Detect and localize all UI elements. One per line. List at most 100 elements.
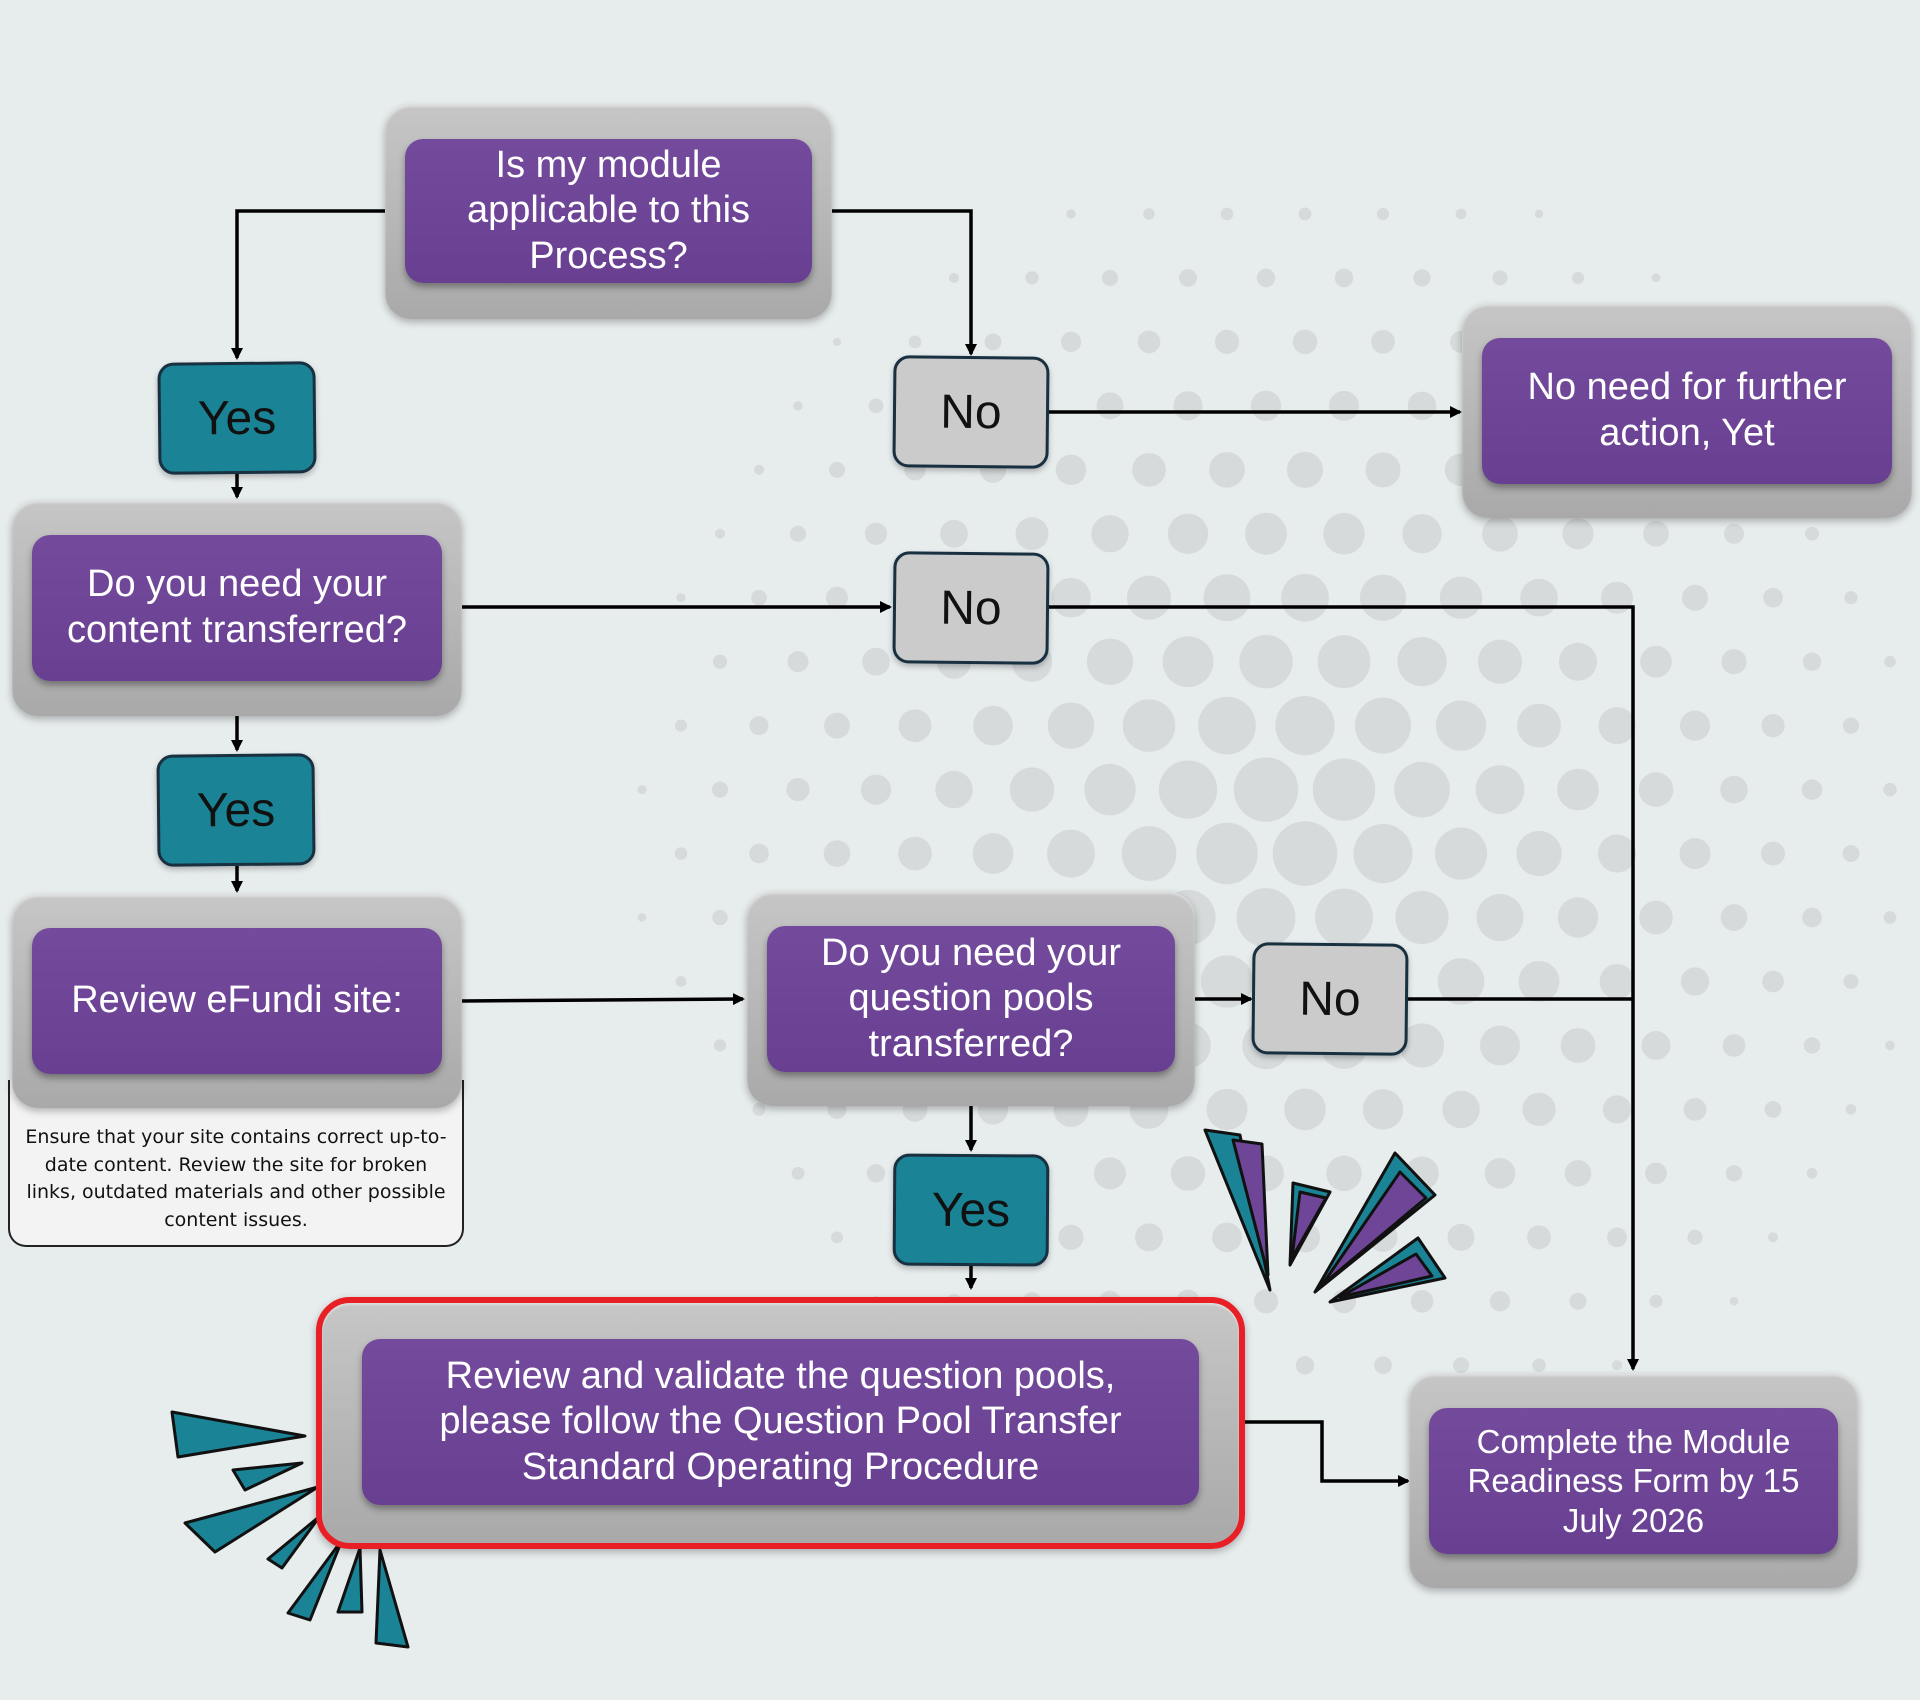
background-dot (1435, 700, 1487, 751)
background-dot (1477, 639, 1523, 684)
review-site-note-text: Ensure that your site contains correct u… (25, 1126, 447, 1231)
background-dot (824, 712, 850, 739)
no-answer-1-label: No (940, 385, 1002, 439)
background-dot (862, 647, 890, 676)
connector-module-to-yes (231, 209, 385, 360)
background-dot (1842, 845, 1860, 863)
background-dot (1599, 964, 1635, 999)
connector-validate-to-readiness-form (1241, 1420, 1410, 1487)
background-dot (1649, 1294, 1663, 1308)
review-site-node: Review eFundi site: (32, 928, 442, 1074)
pools-question-node: Do you need your question pools transfer… (767, 926, 1175, 1072)
background-dot (1687, 1229, 1703, 1245)
background-dot (1086, 638, 1134, 685)
background-dot (1724, 523, 1744, 544)
background-dot (1121, 826, 1177, 881)
background-dot (1060, 331, 1082, 352)
background-dot (1558, 642, 1598, 681)
background-dot (1394, 761, 1450, 818)
background-dot (1557, 768, 1599, 811)
background-dot (1009, 767, 1055, 812)
background-dot (1518, 960, 1560, 1002)
background-dot (1371, 330, 1395, 354)
background-dot (1480, 1025, 1520, 1066)
background-dot (868, 398, 884, 414)
background-dot (1376, 207, 1390, 221)
background-dot (1803, 1037, 1821, 1054)
background-dot (1058, 1224, 1084, 1250)
background-dot (1233, 757, 1299, 822)
background-dot (898, 709, 932, 743)
background-dot (1452, 1357, 1470, 1374)
background-dot (1844, 591, 1858, 605)
pools-question-text: Do you need your question pools transfer… (821, 931, 1121, 1065)
background-dot (948, 272, 960, 283)
validate-pools-text: Review and validate the question pools, … (439, 1354, 1122, 1488)
background-dot (637, 785, 647, 795)
background-dot (1683, 1098, 1707, 1121)
background-dot (1094, 1157, 1126, 1190)
no-further-action-node: No need for further action, Yet (1482, 338, 1892, 484)
content-question-text: Do you need your content transferred? (66, 563, 408, 651)
background-dot (1883, 782, 1897, 797)
background-dot (1359, 574, 1407, 621)
no-answer-3: No (1251, 942, 1409, 1056)
background-dot (1015, 517, 1049, 551)
background-dot (1292, 329, 1318, 355)
background-dot (1805, 526, 1819, 541)
background-dot (749, 843, 769, 864)
background-dot (1761, 714, 1785, 738)
background-dot (1722, 1034, 1746, 1057)
background-dot (1534, 209, 1544, 219)
background-dot (1236, 888, 1296, 947)
background-dot (1203, 574, 1251, 622)
background-dot (1602, 1095, 1632, 1124)
background-dot (1206, 1088, 1248, 1130)
background-dot (1198, 696, 1256, 755)
background-dot (1761, 841, 1785, 866)
background-dot (1196, 822, 1258, 885)
background-dot (1399, 1023, 1445, 1068)
readiness-form-text: Complete the Module Readiness Form by 15… (1467, 1422, 1800, 1539)
background-dot (1641, 1030, 1671, 1060)
background-dot (1402, 514, 1442, 554)
background-dot (1256, 268, 1276, 288)
background-dot (1434, 827, 1488, 880)
background-dot (789, 525, 807, 542)
background-dot (1802, 907, 1822, 928)
background-dot (1806, 1168, 1818, 1179)
background-dot (1253, 1289, 1279, 1314)
review-site-text: Review eFundi site: (71, 979, 403, 1022)
background-dot (1200, 955, 1254, 1008)
background-dot (1571, 271, 1585, 285)
background-dot (1639, 900, 1673, 935)
module-question-node: Is my module applicable to this Process? (405, 139, 812, 283)
background-dot (1522, 1092, 1556, 1127)
background-dot (713, 1039, 727, 1052)
background-dot (1651, 273, 1661, 283)
background-dot (1532, 1358, 1546, 1372)
background-dot (1527, 1225, 1551, 1250)
background-dot (1410, 1289, 1434, 1313)
readiness-form-node: Complete the Module Readiness Form by 15… (1429, 1408, 1838, 1554)
background-dot (1560, 1028, 1596, 1063)
background-dot (1720, 904, 1748, 931)
background-dot (1645, 1162, 1667, 1185)
background-dot (1842, 717, 1860, 734)
background-dot (1281, 573, 1329, 622)
background-dot (1179, 268, 1197, 287)
background-dot (1492, 270, 1508, 286)
background-dot (825, 586, 849, 609)
background-dot (714, 528, 726, 539)
background-dot (829, 461, 845, 478)
no-answer-2-label: No (940, 581, 1002, 635)
background-dot (1843, 974, 1859, 989)
background-dot (1611, 1360, 1623, 1371)
background-dot (712, 654, 728, 669)
background-dot (1122, 699, 1176, 752)
background-dot (1455, 208, 1467, 220)
background-dot (1801, 779, 1823, 800)
background-dot (712, 909, 728, 926)
background-dot (908, 335, 922, 349)
